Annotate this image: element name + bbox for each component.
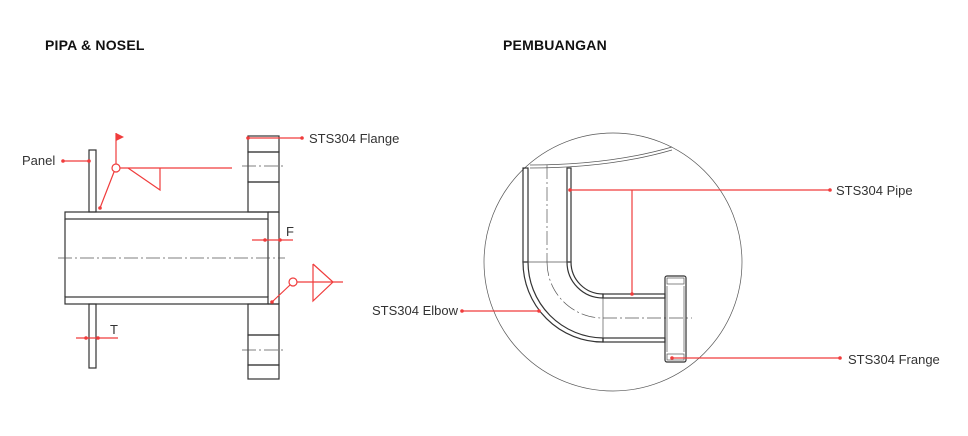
frange-callout: STS304 Frange [670,352,940,367]
flange [242,135,285,380]
f-dimension: F [252,224,294,242]
pipe-nozzle-drawing [58,135,285,380]
weld-symbol-bottom [270,263,343,304]
left-drawing-title: PIPA & NOSEL [45,37,145,53]
panel-callout: Panel [22,153,91,168]
drain-drawing [483,132,743,392]
weld-symbol-top [98,133,232,210]
drain-flange [664,275,687,363]
t-dimension-label: T [110,322,118,337]
elbow-label: STS304 Elbow [372,303,459,318]
panel-wall [88,149,97,369]
f-dimension-label: F [286,224,294,239]
elbow-outer [522,261,604,343]
detail-circle [483,132,743,392]
elbow-inner [566,261,604,299]
pipe-callout: STS304 Pipe [568,183,913,296]
flange-callout: STS304 Flange [246,131,399,146]
frange-label: STS304 Frange [848,352,940,367]
right-drawing-title: PEMBUANGAN [503,37,607,53]
pipe-label: STS304 Pipe [836,183,913,198]
elbow-callout: STS304 Elbow [372,303,541,318]
tank-bottom [529,149,673,169]
flange-label: STS304 Flange [309,131,399,146]
t-dimension: T [76,322,118,340]
panel-label: Panel [22,153,55,168]
